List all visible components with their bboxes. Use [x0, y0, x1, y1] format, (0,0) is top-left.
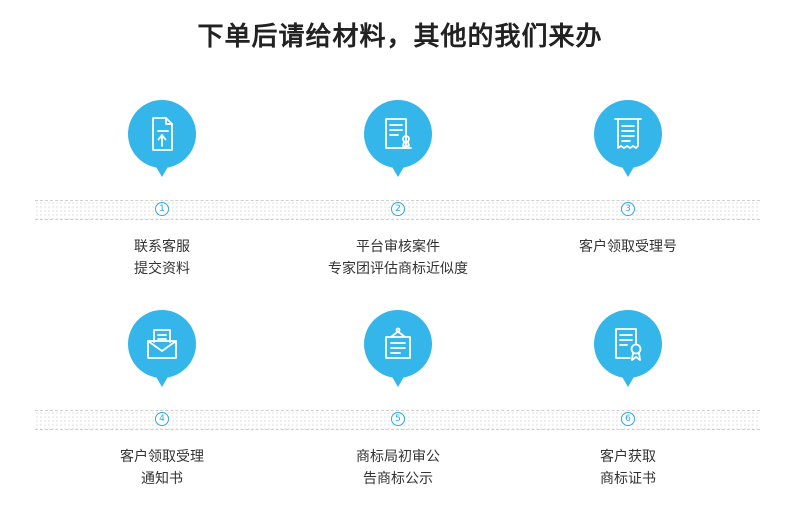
step-5-line-2: 告商标公示: [363, 471, 433, 487]
step-3-marker: [594, 100, 662, 177]
step-2: 2 平台审核案件 专家团评估商标近似度: [288, 100, 508, 277]
step-number-5: 5: [391, 412, 405, 426]
step-number-2: 2: [391, 202, 405, 216]
step-6-label: 客户获取 商标证书: [518, 446, 738, 490]
process-row-2: 4 客户领取受理 通知书 5 商标局初审公 告商标公示: [0, 310, 800, 510]
step-4-line-2: 通知书: [141, 471, 183, 487]
step-3: 3 客户领取受理号: [518, 100, 738, 255]
step-1-line-2: 提交资料: [134, 261, 190, 277]
step-1-line-1: 联系客服: [134, 239, 190, 255]
step-6-line-2: 商标证书: [600, 471, 656, 487]
step-4-marker: [128, 310, 196, 387]
step-5-marker: [364, 310, 432, 387]
step-2-marker: [364, 100, 432, 177]
step-4-line-1: 客户领取受理: [120, 449, 204, 465]
process-row-1: 1 联系客服 提交资料 2 平台审核案件 专家团评估商标近似度: [0, 100, 800, 300]
step-6-marker: [594, 310, 662, 387]
step-4: 4 客户领取受理 通知书: [52, 310, 272, 487]
step-5: 5 商标局初审公 告商标公示: [288, 310, 508, 487]
step-number-4: 4: [155, 412, 169, 426]
step-2-line-2: 专家团评估商标近似度: [328, 261, 468, 277]
step-2-line-1: 平台审核案件: [356, 239, 440, 255]
step-number-6: 6: [621, 412, 635, 426]
step-5-label: 商标局初审公 告商标公示: [288, 446, 508, 490]
step-4-label: 客户领取受理 通知书: [52, 446, 272, 490]
step-3-label: 客户领取受理号: [518, 236, 738, 258]
step-6: 6 客户获取 商标证书: [518, 310, 738, 487]
step-number-1: 1: [155, 202, 169, 216]
page-title: 下单后请给材料，其他的我们来办: [197, 22, 603, 52]
step-3-line-1: 客户领取受理号: [579, 239, 677, 255]
step-2-label: 平台审核案件 专家团评估商标近似度: [288, 236, 508, 280]
step-1-marker: [128, 100, 196, 177]
step-1: 1 联系客服 提交资料: [52, 100, 272, 277]
step-5-line-1: 商标局初审公: [356, 449, 440, 465]
step-number-3: 3: [621, 202, 635, 216]
step-1-label: 联系客服 提交资料: [52, 236, 272, 280]
step-6-line-1: 客户获取: [600, 449, 656, 465]
